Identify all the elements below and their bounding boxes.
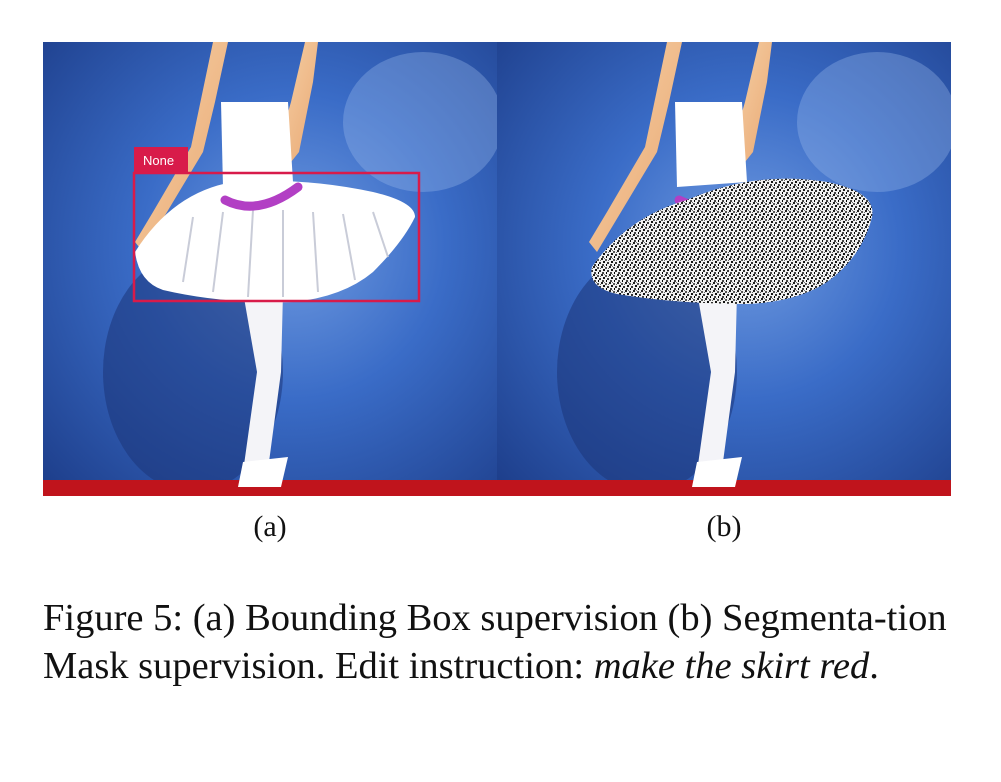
caption-instruction: make the skirt red xyxy=(593,645,870,687)
bounding-box-label: None xyxy=(143,153,174,168)
subfigure-label-b: (b) xyxy=(706,510,742,543)
bounding-box xyxy=(132,171,421,303)
segmentation-mask xyxy=(591,178,873,304)
caption-suffix: . xyxy=(869,645,879,687)
ballerina-illustration-b xyxy=(497,42,951,496)
panel-a-image: None xyxy=(43,42,497,496)
bounding-box-tag xyxy=(134,147,188,173)
subfigure-label-a: (a) xyxy=(253,510,287,543)
caption-text: Figure 5: (a) Bounding Box supervision (… xyxy=(43,597,947,687)
ballerina-illustration-a: None xyxy=(43,42,497,496)
panel-b-image xyxy=(497,42,951,496)
figure-caption: Figure 5: (a) Bounding Box supervision (… xyxy=(43,594,958,690)
